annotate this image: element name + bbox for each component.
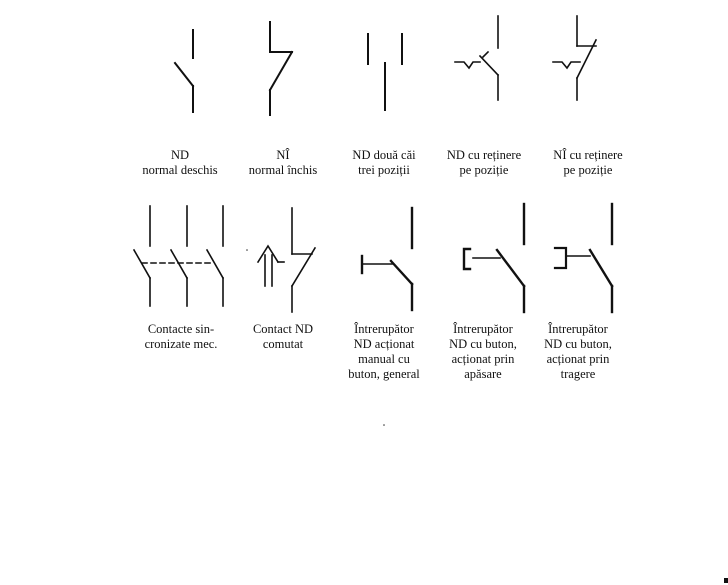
symbol-nd-normal-open [173,29,195,113]
symbol-synchronized-contacts [132,205,225,307]
symbol-switched-contact [256,207,317,313]
symbol-manual-pushbutton [360,206,414,312]
symbol-nd-latching [454,15,500,101]
symbol-ni-normal-closed [268,21,294,116]
speck [246,249,248,251]
scan-corner-mark [724,578,728,583]
symbol-push-button [462,202,526,314]
symbol-pull-button [553,202,614,314]
speck [383,424,385,426]
symbol-ni-latching [552,15,598,101]
label-synchronized-contacts: Contacte sin-cronizate mec. [144,322,218,351]
symbol-nd-two-way [367,33,403,111]
